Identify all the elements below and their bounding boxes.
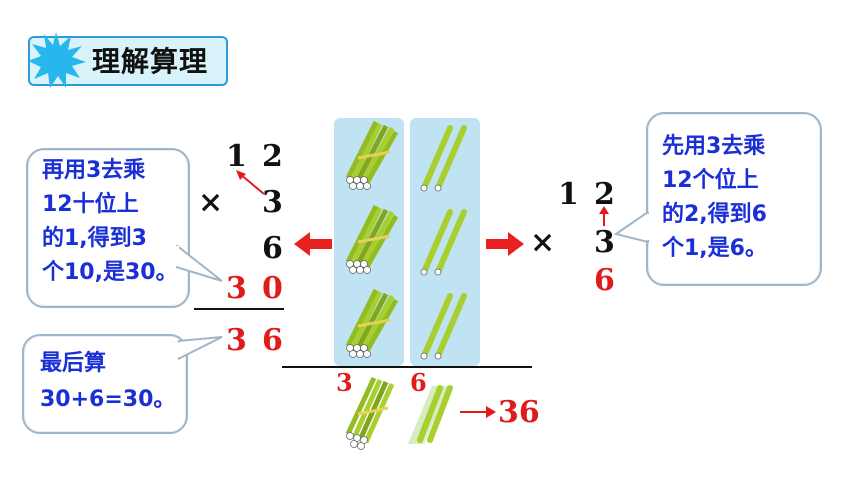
ones-panel xyxy=(410,118,480,366)
times-sign: × xyxy=(198,185,224,220)
bubble-pointer xyxy=(178,336,223,361)
right-digit-tens: 1 xyxy=(558,177,579,212)
bubble-text-ones: 先用3去乘 12个位上 的2,得到6 个1,是6。 xyxy=(662,134,767,261)
page-title: 理解算理 xyxy=(92,45,209,78)
red-up-arrow-icon xyxy=(599,206,609,226)
partial-product-tens-0: 0 xyxy=(262,271,283,306)
right-digit-ones: 2 xyxy=(594,177,615,212)
combined-sticks xyxy=(345,376,453,450)
partial-product-tens-3: 3 xyxy=(226,271,247,306)
right-multiplier: 3 xyxy=(594,225,615,260)
starburst-icon xyxy=(28,32,86,88)
bottom-ones-digit: 6 xyxy=(410,368,427,397)
bubble-text-tens: 再用3去乘 12十位上 的1,得到3 个10,是30。 xyxy=(42,158,178,285)
red-arrow-icon xyxy=(236,170,265,195)
digit-ones-multiplicand: 2 xyxy=(262,139,283,174)
partial-product-ones: 6 xyxy=(262,231,283,266)
result-arrow-icon xyxy=(460,406,496,418)
sum-line xyxy=(194,308,284,310)
explanation-bubble-tens: 再用3去乘 12十位上 的1,得到3 个10,是30。 xyxy=(26,148,190,308)
single-sticks xyxy=(420,125,467,360)
bubble-text-sum: 最后算 30+6=30。 xyxy=(40,351,176,412)
right-times-sign: × xyxy=(530,225,556,260)
digit-tens-multiplicand: 1 xyxy=(226,139,247,174)
left-arrow-icon xyxy=(294,232,332,256)
result-ones: 6 xyxy=(262,323,283,358)
explanation-bubble-ones: 先用3去乘 12个位上 的2,得到6 个1,是6。 xyxy=(646,112,822,286)
explanation-bubble-sum: 最后算 30+6=30。 xyxy=(22,334,188,434)
right-product: 6 xyxy=(594,263,615,298)
bubble-pointer xyxy=(614,212,651,244)
right-arrow-icon xyxy=(486,232,524,256)
result-tens: 3 xyxy=(226,323,247,358)
center-sum-line xyxy=(282,366,532,368)
digit-multiplier: 3 xyxy=(262,185,283,220)
result-value: 36 xyxy=(498,395,540,430)
bottom-tens-digit: 3 xyxy=(336,368,353,397)
stick-bundles xyxy=(334,118,404,366)
bubble-pointer xyxy=(176,245,223,282)
